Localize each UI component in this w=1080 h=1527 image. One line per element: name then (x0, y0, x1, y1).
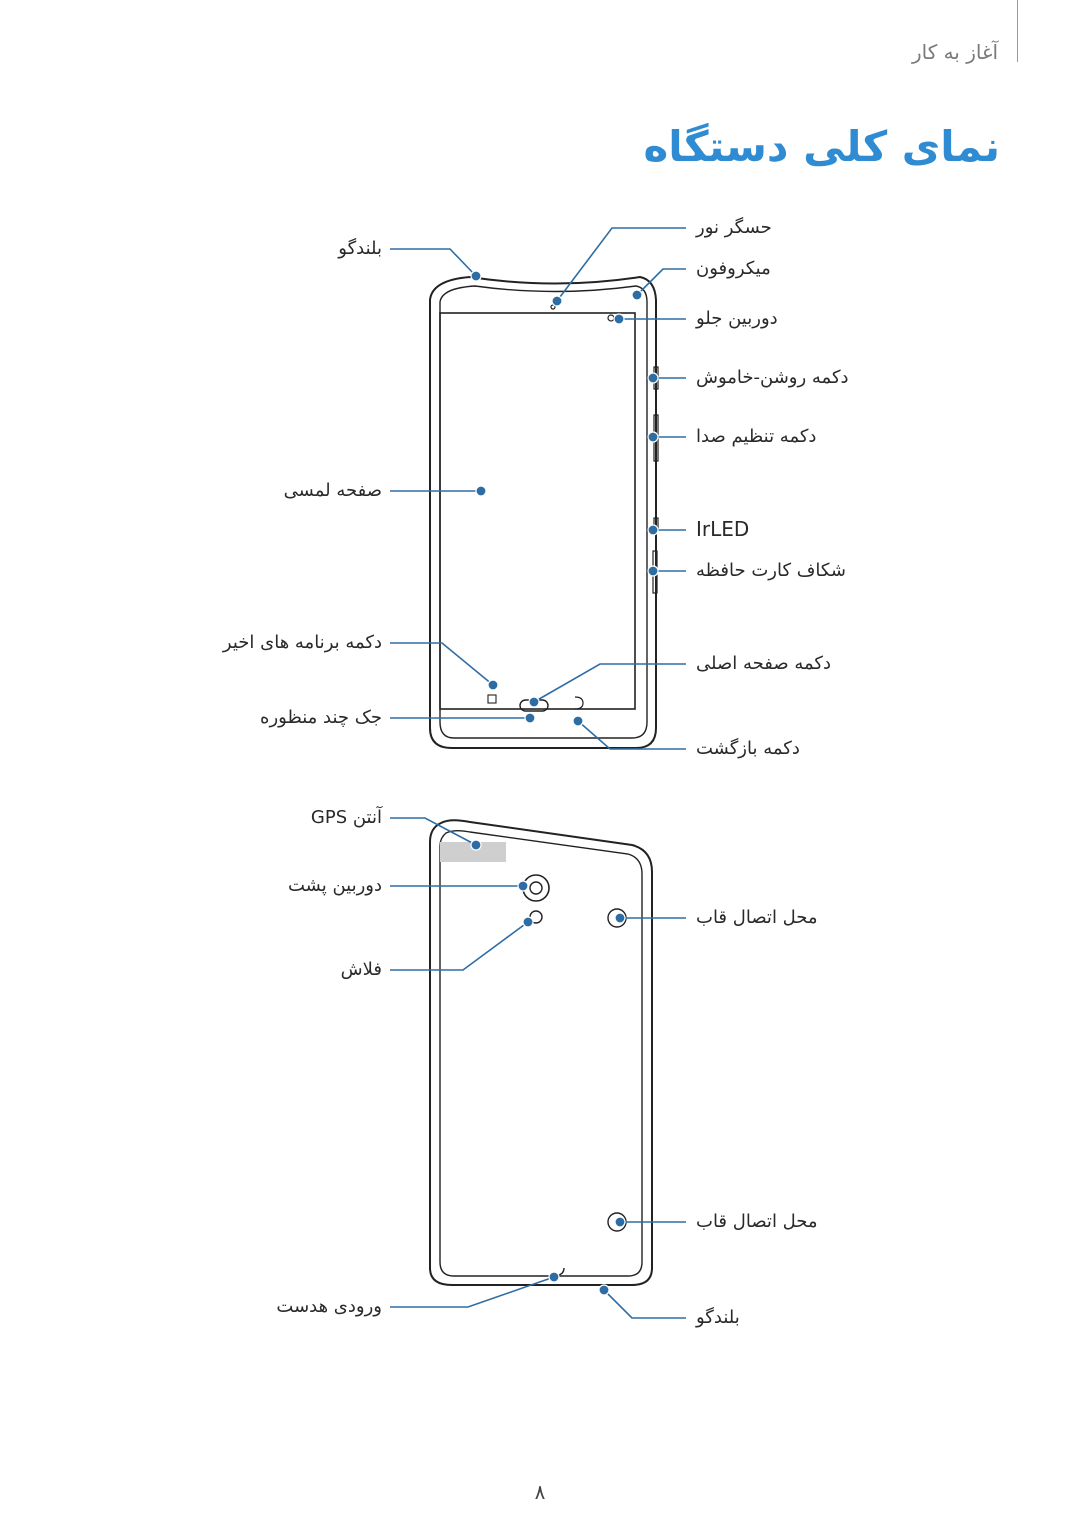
front-body-outline (429, 275, 657, 749)
label-gps-antenna: آنتن GPS (310, 807, 382, 828)
label-volume-key: دکمه تنظیم صدا (696, 426, 817, 447)
light-sensor-dot (550, 304, 556, 310)
back-inner-rim (439, 830, 643, 1277)
label-headset-jack: ورودی هدست (276, 1296, 382, 1317)
dot-power-key (647, 372, 659, 384)
dot-speaker-bottom (598, 1284, 610, 1296)
dot-headset-jack (548, 1271, 560, 1283)
label-touch-screen: صفحه لمسی (283, 480, 382, 501)
label-recent-apps: دکمه برنامه های اخیر (222, 632, 382, 653)
dot-volume-key (647, 431, 659, 443)
dot-memory-slot (647, 565, 659, 577)
page-number: ۸ (534, 1480, 546, 1504)
label-memory-slot: شکاف کارت حافظه (696, 560, 846, 581)
label-speaker-top: بلندگو (338, 238, 382, 259)
label-microphone: میکروفون (696, 258, 771, 279)
label-back-key: دکمه بازگشت (696, 738, 800, 759)
dot-home-key (528, 696, 540, 708)
dot-front-camera (613, 313, 625, 325)
front-screen (439, 312, 636, 710)
back-key-icon (574, 696, 584, 710)
dot-microphone (631, 289, 643, 301)
label-light-sensor: حسگر نور (696, 217, 772, 238)
label-home-key: دکمه صفحه اصلی (696, 653, 831, 674)
back-body-outline (429, 819, 653, 1286)
front-camera-lens (607, 314, 615, 322)
dot-speaker-top (470, 270, 482, 282)
front-bezel (439, 285, 648, 739)
section-header: آغاز به کار (911, 40, 998, 64)
label-multipurpose-jack: جک چند منظوره (260, 707, 382, 728)
dot-flash (522, 916, 534, 928)
dot-cover-point-bottom (614, 1216, 626, 1228)
front-device (429, 275, 659, 749)
dot-multipurpose-jack (524, 712, 536, 724)
dot-irled (647, 524, 659, 536)
callout-lines (390, 227, 686, 1319)
label-front-camera: دوربین جلو (696, 308, 778, 329)
label-cover-point-bottom: محل اتصال قاب (696, 1211, 818, 1232)
label-flash: فلاش (340, 959, 382, 980)
rear-camera-lens (529, 881, 543, 895)
dot-touch-screen (475, 485, 487, 497)
label-rear-camera: دوربین پشت (287, 875, 382, 896)
label-cover-point-top: محل اتصال قاب (696, 907, 818, 928)
recent-apps-icon (487, 694, 497, 704)
dot-recent-apps (487, 679, 499, 691)
gps-antenna-area (440, 842, 506, 862)
dot-cover-point-top (614, 912, 626, 924)
page-title: نمای کلی دستگاه (643, 122, 1001, 171)
label-speaker-bottom: بلندگو (696, 1307, 740, 1328)
label-irled: IrLED (696, 517, 750, 541)
dot-rear-camera (517, 880, 529, 892)
dot-light-sensor (551, 295, 563, 307)
header-divider (1017, 0, 1018, 62)
dot-gps-antenna (470, 839, 482, 851)
callout-dots (470, 270, 659, 1296)
back-device (429, 819, 653, 1286)
label-power-key: دکمه روشن-خاموش (696, 367, 849, 388)
dot-back-key (572, 715, 584, 727)
